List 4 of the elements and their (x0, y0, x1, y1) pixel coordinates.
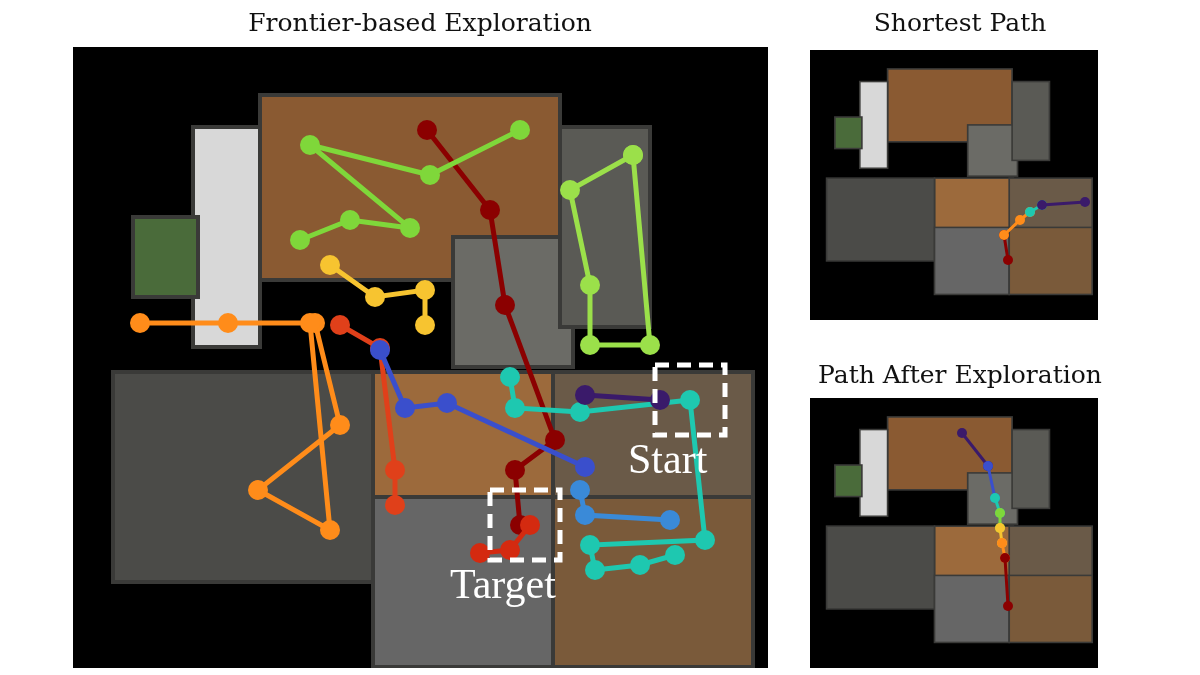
panel-title: Shortest Path (873, 8, 1047, 37)
target-label: Target (450, 560, 556, 608)
panel-title: Frontier-based Exploration (248, 8, 592, 37)
panel-title: Path After Exploration (818, 360, 1102, 389)
